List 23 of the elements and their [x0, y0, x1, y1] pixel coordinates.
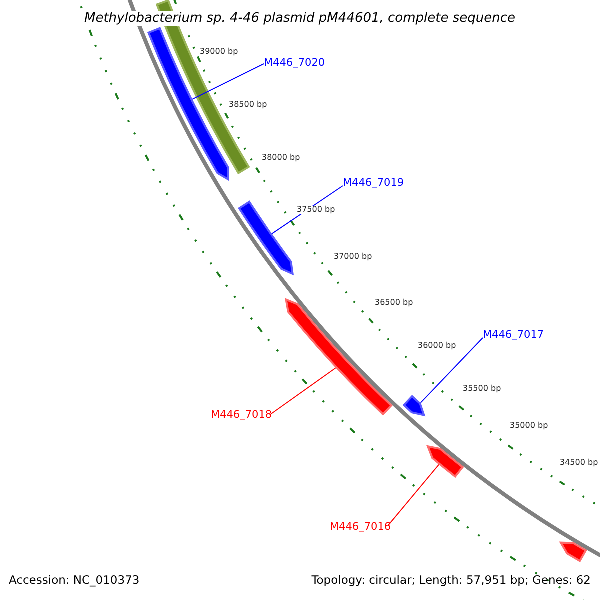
- gene-label: M446_7020: [264, 58, 326, 68]
- leader-line: [192, 64, 264, 100]
- position-label: 38500 bp: [229, 101, 268, 109]
- gene-label: M446_7019: [343, 178, 404, 188]
- position-label: 36000 bp: [418, 342, 456, 350]
- gene-feature: [238, 201, 294, 275]
- gene-feature: [560, 542, 587, 562]
- position-label: 35000 bp: [510, 422, 548, 430]
- leader-line: [420, 338, 484, 404]
- position-label: 39000 bp: [200, 48, 238, 56]
- leader-line: [388, 464, 440, 526]
- gene-feature: [148, 27, 230, 180]
- leader-line: [270, 368, 336, 416]
- gene-label: M446_7016: [330, 522, 392, 532]
- gene-label: M446_7017: [483, 330, 544, 340]
- gene-label: M446_7018: [211, 410, 272, 420]
- position-label: 36500 bp: [375, 299, 414, 307]
- accession-label: Accession: NC_010373: [9, 575, 140, 586]
- gene-feature: [403, 396, 426, 416]
- gene-feature: [427, 446, 464, 478]
- position-label: 34500 bp: [560, 459, 598, 467]
- position-label: 37000 bp: [334, 253, 372, 261]
- position-label: 35500 bp: [463, 385, 502, 393]
